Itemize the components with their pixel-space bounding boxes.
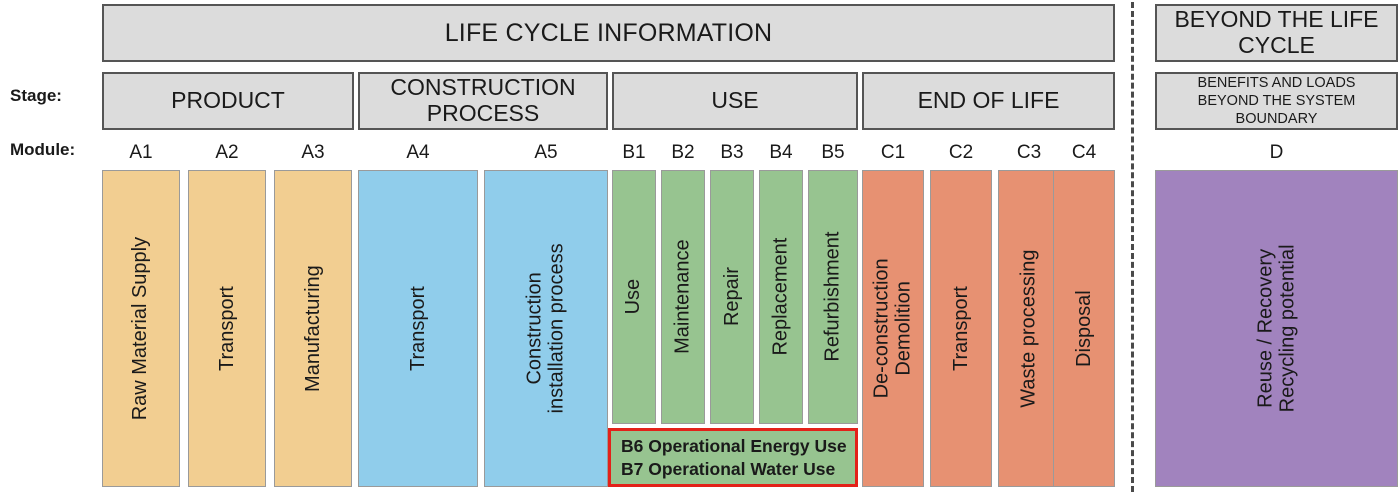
module-code-a3: A3 bbox=[301, 142, 325, 163]
module-bar-c4[interactable]: Disposal bbox=[1053, 170, 1115, 487]
module-code-c1: C1 bbox=[880, 142, 906, 163]
stage-box-construction-process: CONSTRUCTION PROCESS bbox=[358, 72, 608, 130]
stage-box-product: PRODUCT bbox=[102, 72, 354, 130]
module-row-label: Module: bbox=[10, 140, 76, 159]
module-code-a2: A2 bbox=[215, 142, 239, 163]
operational-energy-water-box[interactable]: B6 Operational Energy Use B7 Operational… bbox=[608, 428, 858, 487]
module-code-c2: C2 bbox=[948, 142, 974, 163]
module-code-b5: B5 bbox=[821, 142, 845, 163]
module-bar-b5-label: Refurbishment bbox=[821, 231, 844, 363]
module-bar-b1-label: Use bbox=[622, 279, 645, 315]
module-bar-b5[interactable]: Refurbishment bbox=[808, 170, 858, 424]
module-bar-b2-label: Maintenance bbox=[671, 239, 694, 355]
module-bar-b4-label: Replacement bbox=[769, 238, 792, 356]
module-bar-a1-label: Raw Material Supply bbox=[129, 236, 152, 421]
module-code-b1: B1 bbox=[622, 142, 646, 163]
module-code-a4: A4 bbox=[406, 142, 430, 163]
module-bar-b3[interactable]: Repair bbox=[710, 170, 754, 424]
module-bar-c3-label: Waste processing bbox=[1017, 249, 1040, 408]
operational-water-line: B7 Operational Water Use bbox=[621, 458, 836, 479]
module-bar-a1[interactable]: Raw Material Supply bbox=[102, 170, 180, 487]
stage-box-beyond-system-boundary: BENEFITS AND LOADS BEYOND THE SYSTEM BOU… bbox=[1155, 72, 1398, 130]
module-code-b4: B4 bbox=[769, 142, 793, 163]
module-bar-b2[interactable]: Maintenance bbox=[661, 170, 705, 424]
module-bar-c4-label: Disposal bbox=[1072, 290, 1095, 367]
module-bar-b4[interactable]: Replacement bbox=[759, 170, 803, 424]
banner-life-cycle-information: LIFE CYCLE INFORMATION bbox=[102, 4, 1115, 62]
stage-box-end-of-life: END OF LIFE bbox=[862, 72, 1115, 130]
stage-box-use: USE bbox=[612, 72, 858, 130]
module-bar-b3-label: Repair bbox=[720, 267, 743, 327]
banner-beyond-the-life-cycle: BEYOND THE LIFE CYCLE bbox=[1155, 4, 1398, 62]
module-bar-a2-label: Transport bbox=[215, 286, 238, 371]
module-code-a5: A5 bbox=[534, 142, 558, 163]
module-code-b2: B2 bbox=[671, 142, 695, 163]
module-code-c4: C4 bbox=[1071, 142, 1097, 163]
module-code-c3: C3 bbox=[1016, 142, 1042, 163]
module-bar-a4-label: Transport bbox=[406, 286, 429, 371]
module-bar-a2[interactable]: Transport bbox=[188, 170, 266, 487]
module-code-b3: B3 bbox=[720, 142, 744, 163]
module-bar-a4[interactable]: Transport bbox=[358, 170, 478, 487]
system-boundary-divider bbox=[1131, 2, 1134, 492]
module-bar-c2-label: Transport bbox=[949, 286, 972, 371]
module-code-d: D bbox=[1269, 142, 1284, 163]
module-bar-a3[interactable]: Manufacturing bbox=[274, 170, 352, 487]
module-code-a1: A1 bbox=[129, 142, 153, 163]
module-bar-b1[interactable]: Use bbox=[612, 170, 656, 424]
stage-row-label: Stage: bbox=[10, 86, 62, 105]
module-bar-c2[interactable]: Transport bbox=[930, 170, 992, 487]
module-bar-a3-label: Manufacturing bbox=[301, 265, 324, 392]
module-bar-c3[interactable]: Waste processing bbox=[998, 170, 1060, 487]
operational-energy-line: B6 Operational Energy Use bbox=[621, 435, 847, 456]
